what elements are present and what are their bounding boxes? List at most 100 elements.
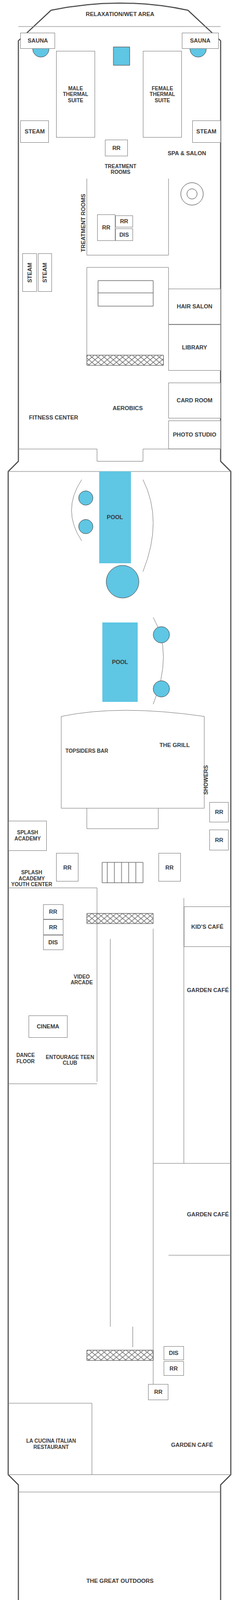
room-label: SPLASH ACADEMY (8, 829, 47, 843)
room-label: DIS (118, 231, 130, 239)
room-label: LIBRARY (180, 343, 208, 352)
room-label: SPA & SALON (166, 149, 208, 158)
deck-room: FITNESS CENTER (20, 388, 87, 448)
room-label: DANCE FLOOR (8, 1052, 44, 1066)
deck-room: SPLASH ACADEMY (8, 821, 48, 853)
room-label: THE GRILL (158, 741, 191, 750)
room-label: RELAXATION/WET AREA (84, 10, 156, 19)
room-label: RR (100, 223, 112, 232)
deck-room: VIDEO ARCADE (63, 956, 101, 1005)
room-label: FEMALE THERMAL SUITE (143, 85, 182, 105)
deck-room: STEAM (192, 120, 221, 143)
deck-room: GARDEN CAFÉ (153, 1424, 231, 1468)
room-label: POOL (110, 658, 129, 667)
room-label: TREATMENT ROOMS (80, 193, 88, 254)
room-label: SHOWERS (202, 764, 210, 796)
deck-room: TREATMENT ROOMS (73, 192, 95, 255)
deck-room: CARD ROOM (168, 382, 221, 419)
deck-room: GARDEN CAFÉ (184, 965, 231, 1017)
room-label: CINEMA (35, 1023, 61, 1032)
deck-room: RR (104, 139, 128, 156)
deck-room: LIBRARY (168, 324, 221, 371)
deck-room: DIS (43, 935, 64, 951)
room-label: RR (47, 924, 59, 933)
room-label: RR (47, 908, 59, 917)
room-label: RR (214, 808, 225, 817)
room-label: SAUNA (189, 36, 212, 45)
room-label: SPLASH ACADEMY YOUTH CENTER (8, 869, 56, 889)
room-label: DIS (167, 1350, 180, 1359)
deck-room: GARDEN CAFÉ (184, 1189, 231, 1241)
deck-room: RR (209, 802, 229, 823)
room-label: ENTOURAGE TEEN CLUB (41, 1054, 100, 1068)
room-label: GARDEN CAFÉ (186, 987, 231, 995)
deck-room: DIS (115, 228, 133, 242)
room-label: RR (214, 837, 225, 845)
room-label: HAIR SALON (175, 302, 214, 311)
deck-room: LA CUCINA ITALIAN RESTAURANT (10, 1419, 92, 1471)
deck-room: RR (209, 830, 229, 851)
room-label: LA CUCINA ITALIAN RESTAURANT (10, 1438, 92, 1452)
deck-room: TOPSIDERS BAR (63, 737, 111, 766)
room-label: TREATMENT ROOMS (95, 163, 146, 177)
room-label: FITNESS CENTER (28, 414, 80, 422)
deck-room: PHOTO STUDIO (168, 420, 221, 450)
room-label: TOPSIDERS BAR (64, 748, 110, 756)
room-label: MALE THERMAL SUITE (56, 85, 95, 105)
deck-room: AEROBICS (86, 369, 169, 448)
deck-room: THE GRILL (151, 735, 198, 756)
deck-room: DIS (163, 1347, 184, 1362)
deck-room: HAIR SALON (168, 288, 221, 325)
deck-room: RR (115, 215, 133, 229)
room-label: GARDEN CAFÉ (169, 1442, 215, 1451)
deck-room: MALE THERMAL SUITE (56, 50, 96, 138)
room-label: STEAM (23, 127, 47, 136)
room-label: THE GREAT OUTDOORS (85, 1578, 155, 1587)
deck-room: RR (158, 853, 181, 883)
deck-room: CINEMA (28, 1016, 68, 1039)
deck-room: THE GREAT OUTDOORS (30, 1570, 210, 1593)
room-label: POOL (105, 513, 125, 522)
deck-room: SAUNA (181, 32, 219, 49)
deck-room: SAUNA (20, 32, 56, 49)
deck-room: FEMALE THERMAL SUITE (142, 50, 182, 138)
room-label: PHOTO STUDIO (171, 431, 218, 440)
deck-room: RELAXATION/WET AREA (61, 4, 179, 25)
pool-area: POOL (102, 622, 139, 703)
deck-room: SPLASH ACADEMY YOUTH CENTER (8, 853, 56, 905)
deck-room: RR (148, 1385, 169, 1402)
room-label: GARDEN CAFÉ (186, 1211, 231, 1220)
hull (8, 3, 232, 1600)
deck-room: SPA & SALON (153, 144, 221, 162)
deck-room: RR (56, 853, 79, 883)
deck-room: STEAM (22, 253, 37, 293)
deck-room: RR (43, 920, 64, 936)
deck-room: SHOWERS (198, 753, 213, 807)
room-label: STEAM (41, 261, 49, 285)
deck-room: STEAM (20, 120, 49, 143)
pool-area: POOL (99, 471, 131, 564)
deck-room: ENTOURAGE TEEN CLUB (41, 1041, 100, 1081)
room-label: SAUNA (26, 36, 49, 45)
room-label: RR (164, 864, 175, 873)
room-label: RR (118, 217, 130, 226)
room-label: AEROBICS (111, 404, 144, 413)
room-label: RR (62, 864, 73, 873)
room-label: STEAM (25, 261, 34, 285)
room-label: DIS (47, 939, 59, 948)
deck-room: DANCE FLOOR (8, 1041, 44, 1077)
deck-room: KID'S CAFÉ (183, 907, 231, 949)
deck-room: STEAM (37, 253, 53, 293)
room-label: KID'S CAFÉ (190, 923, 225, 932)
deck-room: RR (97, 214, 116, 242)
room-label: RR (168, 1365, 179, 1374)
room-label: CARD ROOM (175, 396, 214, 405)
deck-room: RR (43, 905, 64, 921)
room-label: STEAM (195, 127, 218, 136)
deck-room: TREATMENT ROOMS (95, 158, 146, 181)
deck-room: RR (163, 1362, 184, 1377)
room-label: VIDEO ARCADE (63, 974, 101, 988)
room-label: RR (153, 1389, 164, 1398)
room-label: RR (111, 144, 122, 153)
